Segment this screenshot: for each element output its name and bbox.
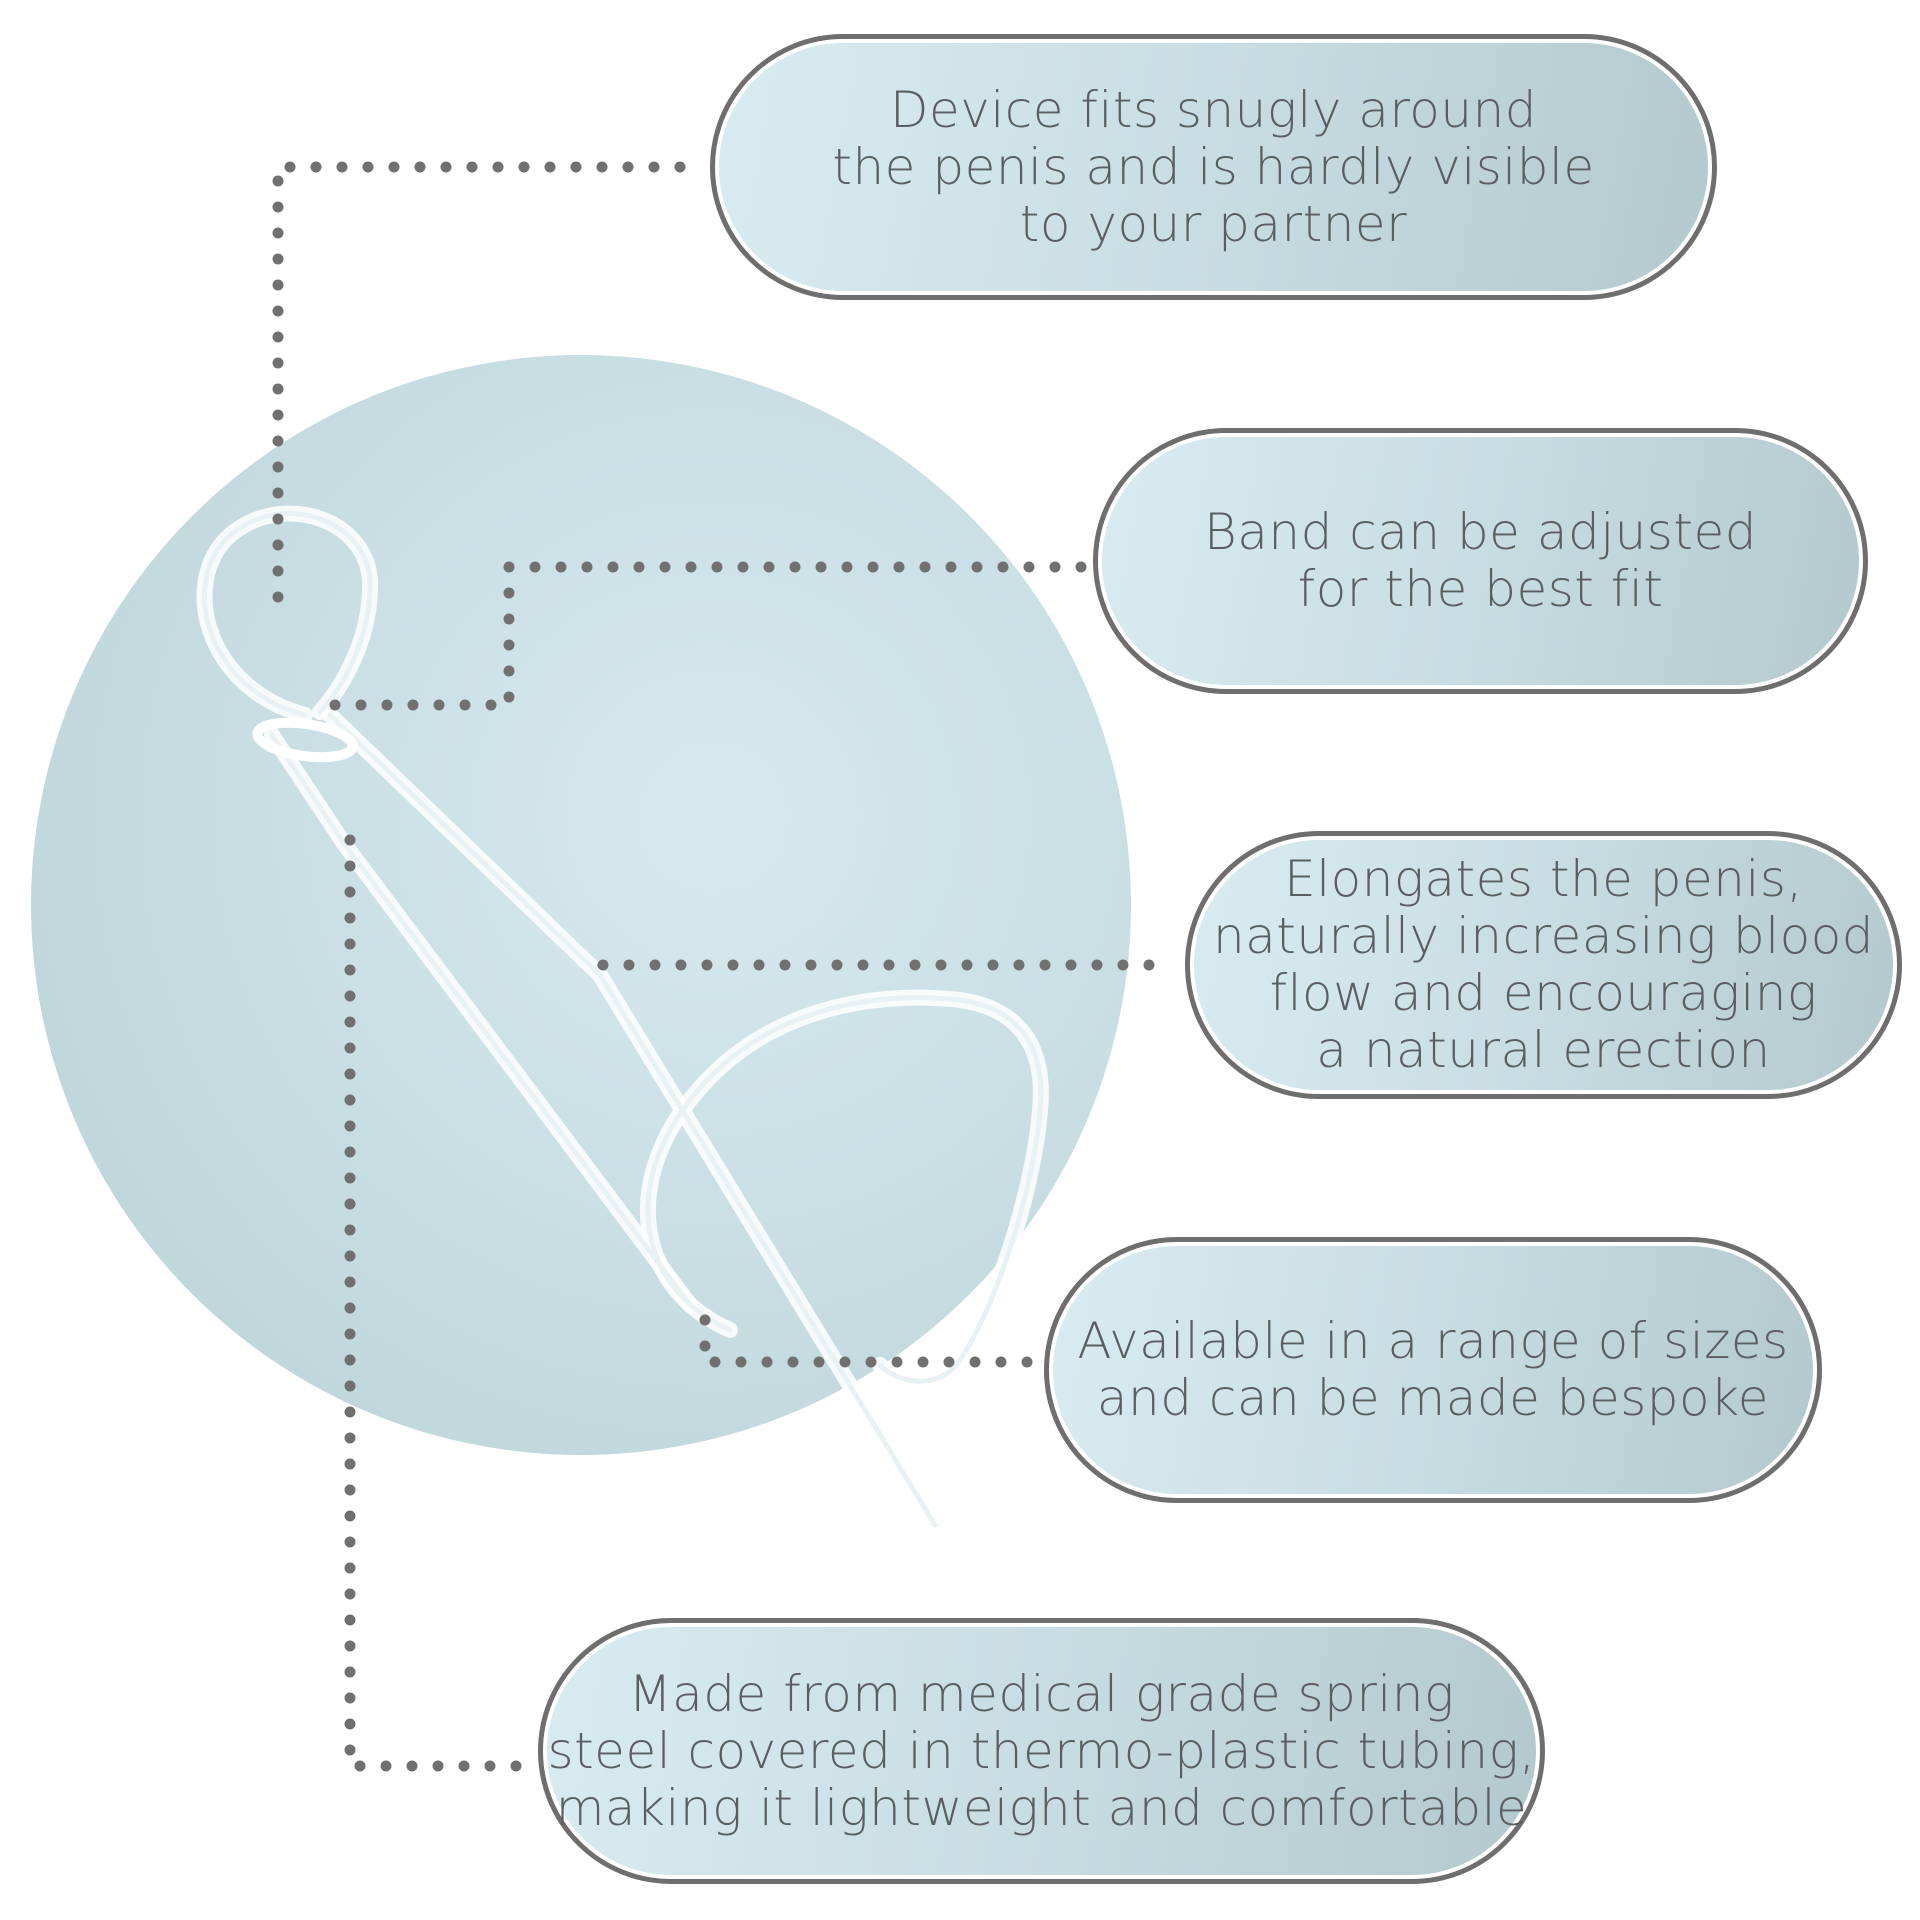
- feature-pill-material: Made from medical grade spring steel cov…: [538, 1618, 1545, 1884]
- feature-text-sizes: Available in a range of sizes and can be…: [1077, 1312, 1789, 1427]
- feature-text-elongate: Elongates the penis, naturally increasin…: [1212, 850, 1875, 1079]
- background-circle: [31, 355, 1131, 1455]
- feature-pill-elongate: Elongates the penis, naturally increasin…: [1185, 831, 1902, 1099]
- feature-text-material: Made from medical grade spring steel cov…: [547, 1664, 1536, 1837]
- feature-pill-fit: Device fits snugly around the penis and …: [710, 34, 1717, 300]
- feature-text-fit: Device fits snugly around the penis and …: [832, 80, 1595, 253]
- device-illustration: [196, 505, 1049, 1533]
- feature-pill-band: Band can be adjusted for the best fit: [1093, 428, 1868, 694]
- feature-pill-sizes: Available in a range of sizes and can be…: [1044, 1237, 1822, 1503]
- feature-text-band: Band can be adjusted for the best fit: [1204, 503, 1757, 618]
- connector-band: [329, 561, 1091, 711]
- connector-sizes: [699, 1314, 1039, 1368]
- connector-fit: [272, 161, 696, 603]
- dotted-connectors: [272, 161, 1176, 1772]
- connector-material: [344, 834, 531, 1772]
